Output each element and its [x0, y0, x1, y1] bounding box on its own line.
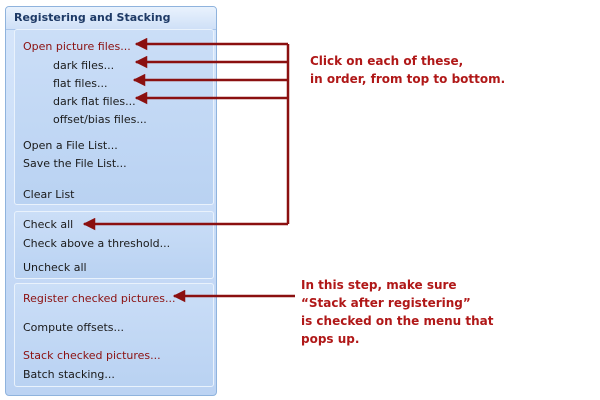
offset-bias-files-link[interactable]: offset/bias files... [53, 113, 147, 126]
annotation-top-line1: Click on each of these, [310, 54, 464, 68]
dark-flat-files-link[interactable]: dark flat files... [53, 95, 136, 108]
compute-offsets-link[interactable]: Compute offsets... [23, 321, 124, 334]
dark-files-link[interactable]: dark files... [53, 59, 115, 72]
register-checked-pictures-link[interactable]: Register checked pictures... [23, 292, 176, 305]
batch-stacking-link[interactable]: Batch stacking... [23, 368, 115, 381]
annotation-top: Click on each of these, in order, from t… [310, 52, 505, 88]
open-file-list-link[interactable]: Open a File List... [23, 139, 118, 152]
clear-list-link[interactable]: Clear List [23, 188, 75, 201]
annotation-bottom-line1: In this step, make sure [301, 278, 457, 292]
flat-files-link[interactable]: flat files... [53, 77, 108, 90]
save-file-list-link[interactable]: Save the File List... [23, 157, 127, 170]
registering-stacking-panel: Registering and Stacking Open picture fi… [5, 6, 217, 396]
uncheck-all-link[interactable]: Uncheck all [23, 261, 87, 274]
annotation-bottom-line2: “Stack after registering” [301, 296, 471, 310]
annotation-bottom-line3: is checked on the menu that [301, 314, 494, 328]
open-picture-files-link[interactable]: Open picture files... [23, 40, 131, 53]
annotation-top-line2: in order, from top to bottom. [310, 72, 506, 86]
check-group: Check all Check above a threshold... Unc… [14, 211, 214, 279]
annotation-bottom-line4: pops up. [301, 332, 360, 346]
annotation-bottom: In this step, make sure “Stack after reg… [301, 276, 494, 348]
stack-checked-pictures-link[interactable]: Stack checked pictures... [23, 349, 161, 362]
files-group: Open picture files... dark files... flat… [14, 29, 214, 205]
check-above-threshold-link[interactable]: Check above a threshold... [23, 237, 171, 250]
check-all-link[interactable]: Check all [23, 218, 74, 231]
panel-title: Registering and Stacking [14, 11, 171, 24]
